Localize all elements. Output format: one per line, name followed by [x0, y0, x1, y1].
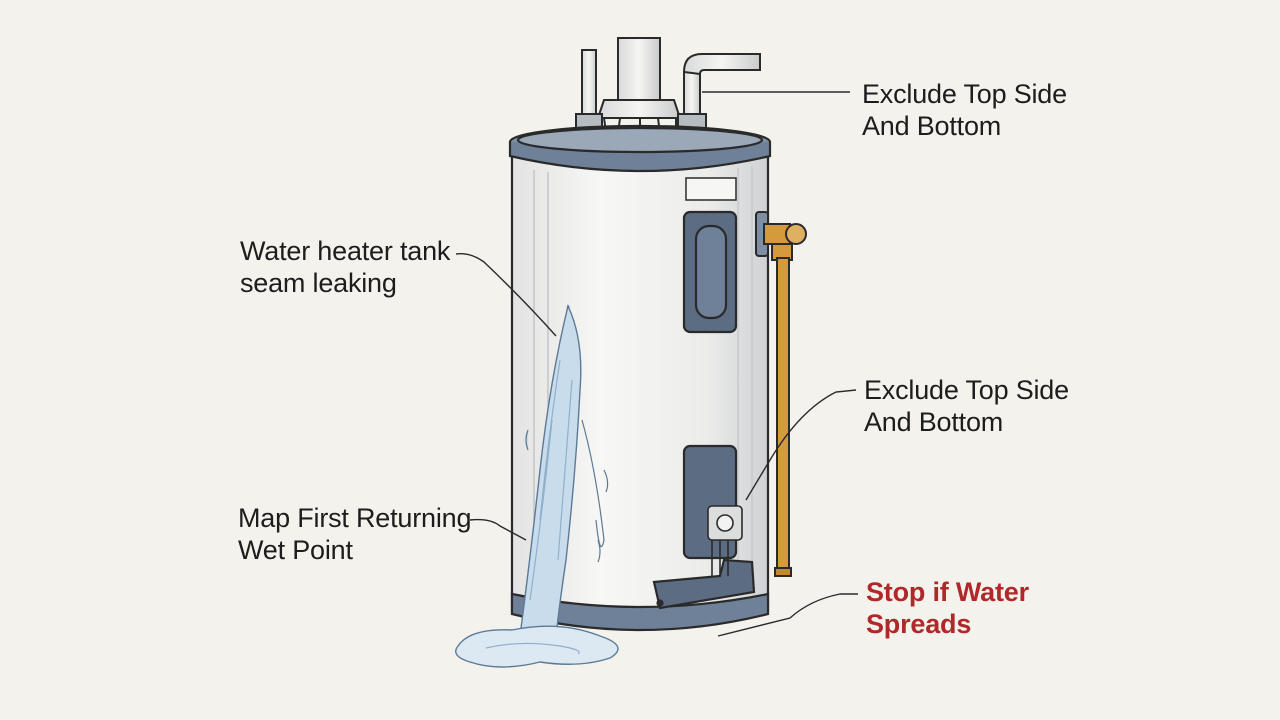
leader-right-middle	[745, 389, 857, 501]
leader-bottom-right	[717, 593, 858, 637]
callout-text-line: Exclude Top Side	[864, 375, 1069, 405]
callout-text-line: Stop if Water	[866, 577, 1029, 607]
callout-text-line: Spreads	[866, 609, 972, 639]
callout-tank-seam-leaking: Water heater tank seam leaking	[240, 235, 450, 299]
leader-left-lower	[469, 518, 527, 541]
callout-map-first-wet-point: Map First Returning Wet Point	[238, 502, 471, 566]
thermostat-icon	[707, 505, 743, 576]
callout-text-line: Wet Point	[238, 535, 353, 565]
callout-exclude-top-side-2: Exclude Top Side And Bottom	[864, 374, 1069, 438]
relief-valve-icon	[755, 211, 807, 577]
callout-leaders	[455, 91, 858, 637]
leader-left-upper	[455, 252, 557, 337]
water-leak-icon	[455, 303, 619, 668]
callout-text-line: Water heater tank	[240, 236, 451, 266]
tank-body	[508, 124, 772, 632]
top-pipes	[575, 37, 761, 135]
callout-text-line: seam leaking	[240, 268, 397, 298]
callout-text-line: Exclude Top Side	[862, 79, 1067, 109]
callout-text-line: Map First Returning	[238, 503, 472, 533]
callout-exclude-top-side-1: Exclude Top Side And Bottom	[862, 78, 1067, 142]
callout-text-line: And Bottom	[862, 111, 1002, 141]
callout-text-line: And Bottom	[864, 407, 1004, 437]
callout-stop-if-water-spreads: Stop if Water Spreads	[866, 576, 1029, 640]
